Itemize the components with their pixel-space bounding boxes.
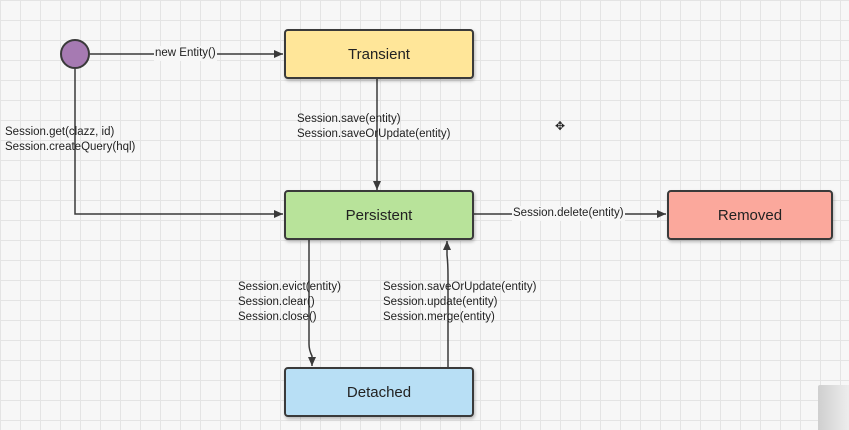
edge-label-save: Session.save(entity) Session.saveOrUpdat… bbox=[297, 113, 451, 140]
move-cursor-icon: ✥ bbox=[555, 119, 566, 133]
persistent-state-node[interactable]: Persistent bbox=[284, 190, 474, 240]
edge-persistent-to-detached bbox=[308, 240, 316, 366]
edge-label-get: Session.get(clazz, id) Session.createQue… bbox=[5, 126, 136, 153]
removed-label: Removed bbox=[717, 206, 783, 224]
edge-label-delete: Session.delete(entity) bbox=[512, 206, 625, 221]
transient-state-node[interactable]: Transient bbox=[284, 29, 474, 79]
edge-label-reattach: Session.saveOrUpdate(entity) Session.upd… bbox=[383, 281, 537, 323]
edge-label-new-entity: new Entity() bbox=[154, 46, 217, 61]
edge-detached-to-persistent bbox=[443, 241, 451, 367]
persistent-label: Persistent bbox=[345, 206, 413, 224]
transient-label: Transient bbox=[348, 45, 410, 63]
video-thumbnail-edge bbox=[818, 385, 849, 430]
initial-state-node[interactable] bbox=[60, 39, 90, 69]
edge-label-evict: Session.evict(entity) Session.clear() Se… bbox=[238, 281, 341, 323]
edge-start-to-persistent bbox=[74, 69, 283, 218]
detached-state-node[interactable]: Detached bbox=[284, 367, 474, 417]
removed-state-node[interactable]: Removed bbox=[667, 190, 833, 240]
detached-label: Detached bbox=[346, 383, 412, 401]
